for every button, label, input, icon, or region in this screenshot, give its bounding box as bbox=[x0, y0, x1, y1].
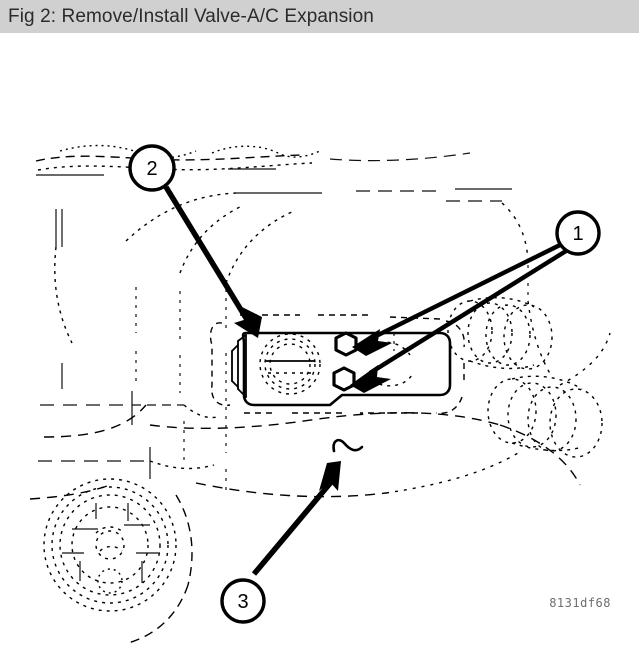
leader-line-1-lower bbox=[350, 249, 568, 393]
blower-wheel bbox=[43, 478, 193, 644]
leader-line-3 bbox=[251, 461, 341, 576]
air-duct-upper bbox=[447, 296, 553, 370]
figure-title-bar: Fig 2: Remove/Install Valve-A/C Expansio… bbox=[0, 0, 639, 33]
callout-1-label: 1 bbox=[572, 223, 583, 245]
refrigerant-line-clip bbox=[332, 438, 364, 453]
hex-bolt-lower bbox=[332, 366, 356, 392]
leader-line-1-upper bbox=[352, 243, 561, 356]
figure-canvas: 1 2 3 8131df68 bbox=[0, 33, 639, 652]
air-duct-lower bbox=[487, 332, 611, 458]
callout-3[interactable]: 3 bbox=[220, 578, 266, 624]
callout-3-label: 3 bbox=[237, 591, 248, 613]
callout-2[interactable]: 2 bbox=[128, 144, 176, 192]
callout-1[interactable]: 1 bbox=[555, 210, 601, 256]
callout-2-label: 2 bbox=[146, 158, 157, 180]
technical-illustration: 1 2 3 bbox=[29, 144, 611, 644]
figure-title: Fig 2: Remove/Install Valve-A/C Expansio… bbox=[8, 6, 374, 27]
expansion-valve-assembly bbox=[209, 314, 465, 415]
hvac-housing bbox=[29, 144, 581, 500]
leader-line-2 bbox=[163, 185, 262, 338]
hex-bolt-upper bbox=[334, 331, 358, 357]
image-watermark: 8131df68 bbox=[549, 596, 611, 610]
valve-port bbox=[259, 333, 321, 395]
